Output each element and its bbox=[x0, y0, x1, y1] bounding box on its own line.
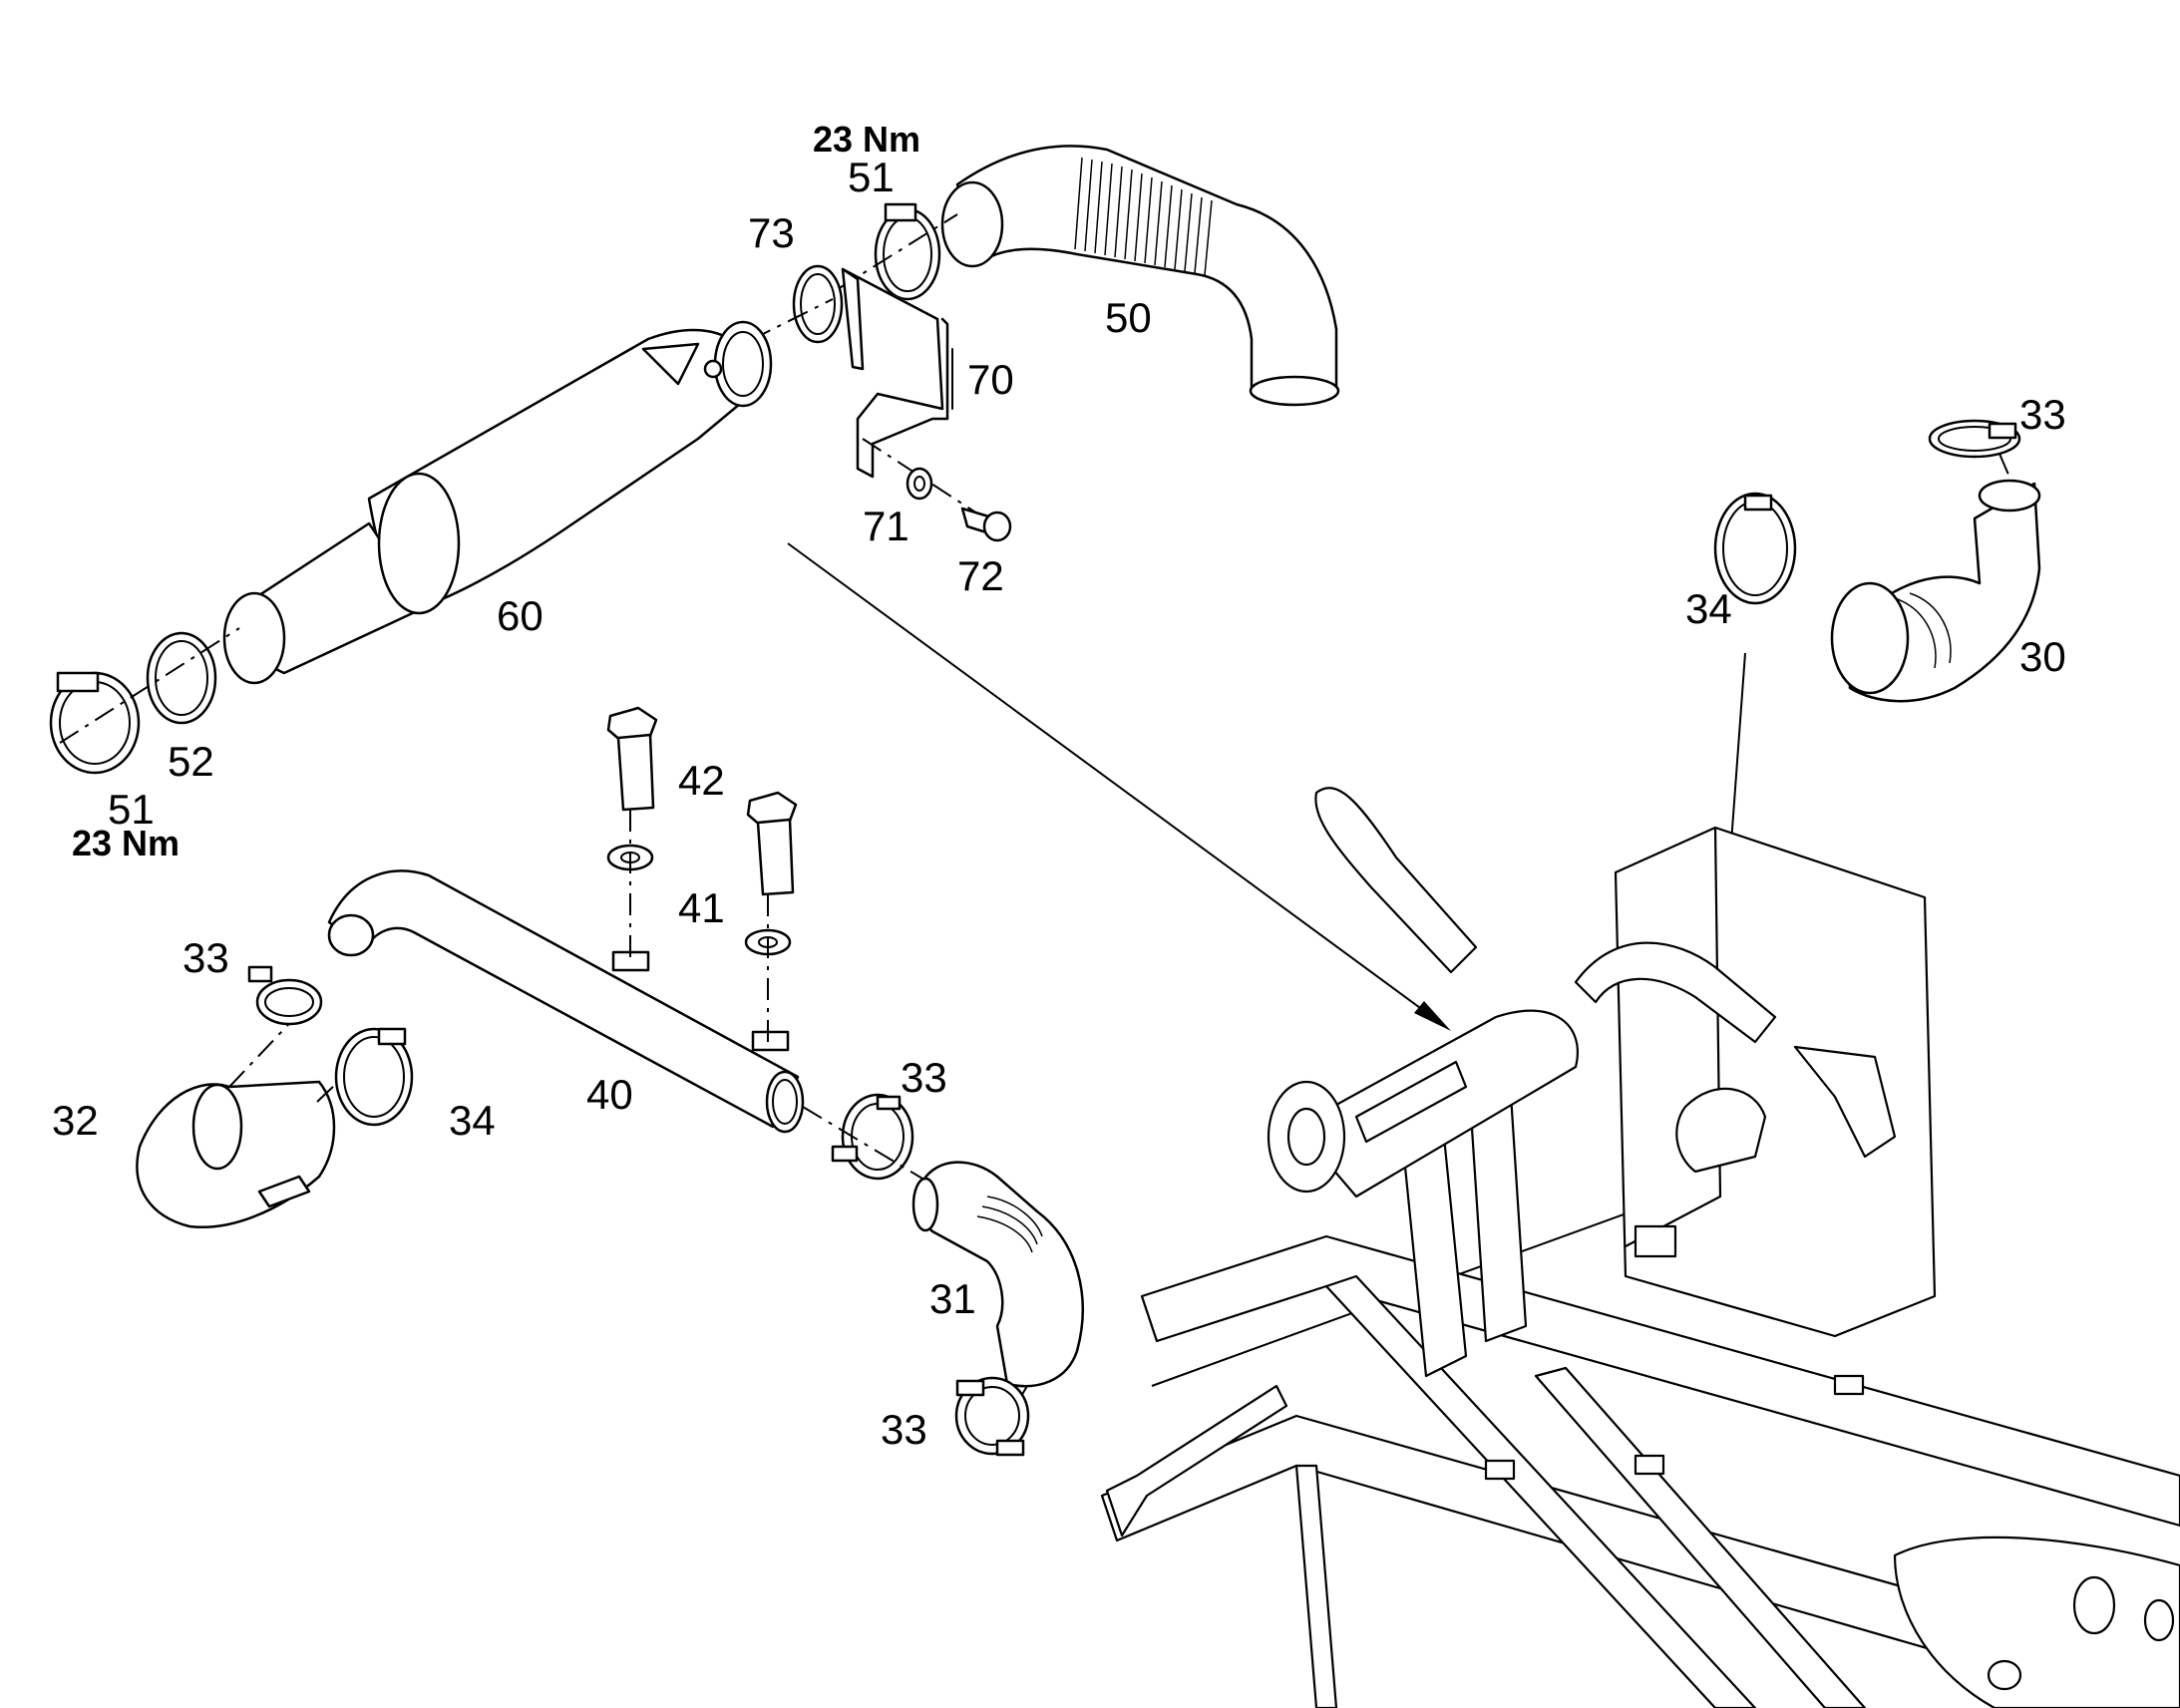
callout-72: 72 bbox=[957, 552, 1004, 599]
seal-ring-73 bbox=[792, 264, 844, 344]
bracket-70 bbox=[841, 267, 978, 514]
callout-51-top: 51 bbox=[848, 154, 895, 200]
callout-33-right: 33 bbox=[2019, 391, 2066, 438]
clamp-33-left bbox=[247, 965, 323, 1026]
clamp-34-right bbox=[1713, 492, 1797, 605]
callout-71: 71 bbox=[863, 503, 909, 549]
callout-33-mid: 33 bbox=[901, 1054, 947, 1101]
seal-ring-52 bbox=[146, 631, 217, 725]
callout-32: 32 bbox=[52, 1097, 99, 1144]
callout-50: 50 bbox=[1105, 294, 1152, 341]
callout-52: 52 bbox=[168, 738, 214, 785]
callout-70: 70 bbox=[967, 356, 1014, 403]
clamp-34-left bbox=[334, 1027, 414, 1127]
callout-42: 42 bbox=[678, 757, 725, 804]
callout-41: 41 bbox=[678, 884, 725, 931]
silencer-60 bbox=[222, 298, 834, 685]
torque-label-top: 23 Nm bbox=[813, 119, 920, 160]
clamp-33-right bbox=[1928, 419, 2021, 490]
torque-label-bottom: 23 Nm bbox=[72, 823, 180, 863]
pipe-50 bbox=[940, 145, 1340, 407]
pipe-40 bbox=[327, 869, 805, 1134]
callout-31: 31 bbox=[929, 1275, 976, 1322]
pipe-50-corrugation bbox=[1074, 157, 1213, 276]
clamp-33-bottom bbox=[954, 1376, 1030, 1457]
screw-72 bbox=[960, 507, 1012, 542]
elbow-32 bbox=[136, 991, 355, 1228]
washer-71 bbox=[906, 467, 933, 501]
callout-60: 60 bbox=[497, 592, 544, 639]
callout-51-bottom: 51 bbox=[108, 786, 155, 833]
bolt-41 bbox=[744, 791, 798, 1042]
assembly-view bbox=[1100, 787, 2180, 1708]
clamp-51-bottom bbox=[49, 627, 240, 775]
callout-labels: 23 Nm 51 73 50 70 71 72 60 52 51 23 Nm 4… bbox=[52, 119, 2066, 1453]
callout-34-left: 34 bbox=[449, 1097, 496, 1144]
callout-34-right: 34 bbox=[1685, 585, 1732, 632]
elbow-30 bbox=[1830, 479, 2041, 703]
callout-30: 30 bbox=[2019, 633, 2066, 680]
callout-33-bottom: 33 bbox=[881, 1406, 927, 1453]
callout-33-left: 33 bbox=[182, 934, 229, 981]
bolt-42 bbox=[606, 706, 658, 957]
hose-31 bbox=[911, 1161, 1084, 1447]
callout-73: 73 bbox=[748, 209, 795, 256]
callout-40: 40 bbox=[586, 1071, 633, 1118]
clamp-51-top bbox=[837, 202, 958, 301]
clamp-33-mid bbox=[802, 1093, 928, 1183]
